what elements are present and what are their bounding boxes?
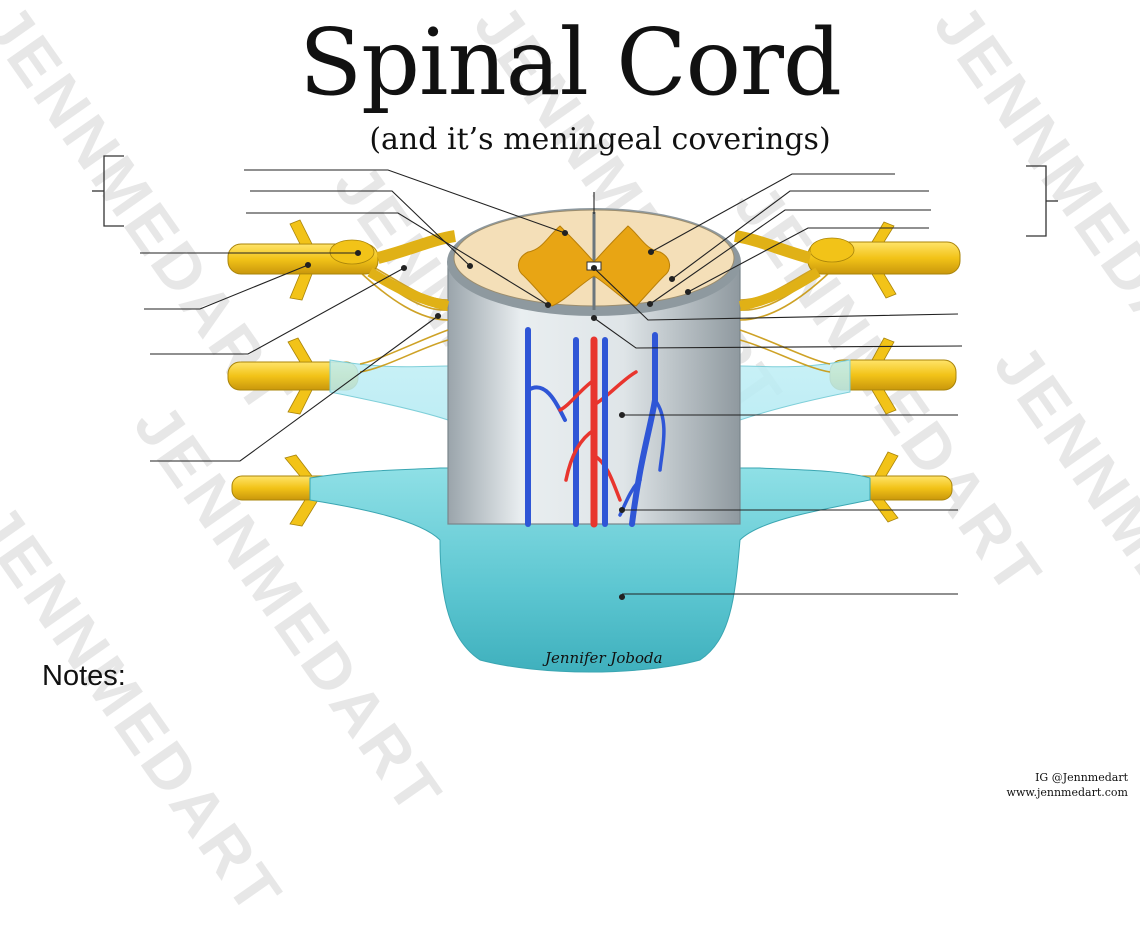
credit-website: www.jennmedart.com (1006, 786, 1128, 799)
left-bracket (92, 155, 124, 227)
spinal-nerve-middle (227, 337, 957, 415)
page-title: Spinal Cord (299, 9, 842, 116)
credit-instagram: IG @Jennmedart (1035, 771, 1128, 784)
page-subtitle: (and it’s meningeal coverings) (369, 122, 831, 157)
blood-vessels (525, 327, 666, 528)
spinal-cord-diagram (92, 155, 1058, 673)
notes-label: Notes: (42, 660, 126, 692)
right-bracket (1026, 165, 1058, 237)
cord-cross-section (447, 208, 741, 316)
artist-signature: Jennifer Joboda (545, 649, 663, 667)
spinal-nerve-upper (227, 219, 961, 311)
leader-lines (140, 169, 963, 601)
